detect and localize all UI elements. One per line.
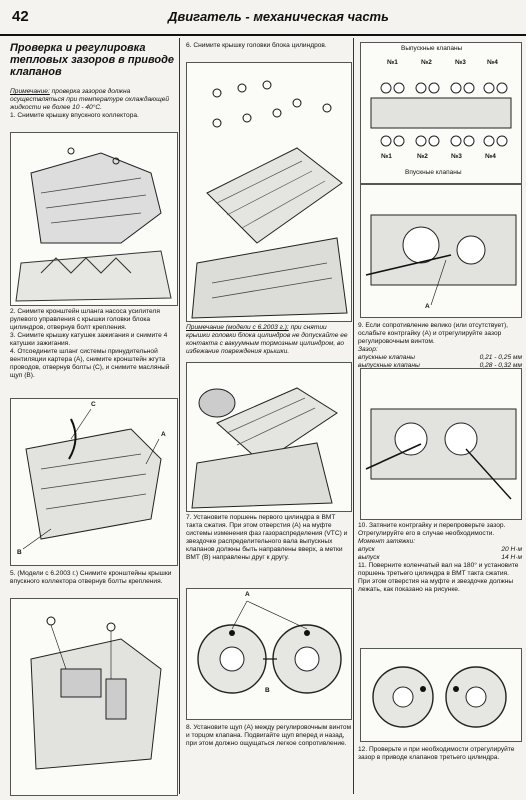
column-divider [179,38,180,794]
gap-exhaust-label: выпускные клапаны [358,362,420,369]
figure-tdc-cyl3 [360,648,522,742]
page-number: 42 [12,8,29,25]
step-3: 3. Снимите крышку катушек зажигания и сн… [10,332,168,347]
note-2-label: Примечание (модели с 6.2003 г.): [186,324,289,331]
chapter-title: Двигатель - механическая часть [168,9,389,24]
valve-no-3-top: №3 [455,59,466,66]
intake-valves-label: Впускные клапаны [405,169,462,176]
gap-intake-row: впускные клапаны 0,21 - 0,25 мм [358,354,522,362]
gap-exhaust-row: выпускные клапаны 0,28 - 0,32 мм [358,362,522,370]
label-b: B [17,549,22,556]
step-8: 8. Установите щуп (A) между регулировочн… [186,724,352,747]
step-5-block: 5. (Модели с 6.2003 г.) Снимите кронштей… [10,570,178,586]
figure-pcv-hose: C A B [10,398,178,566]
step-6-block: 6. Снимите крышку головки блока цилиндро… [186,42,352,50]
note-block: Примечание: проверка зазоров должна осущ… [10,88,178,120]
figure-locknut [360,368,522,520]
step-11: 11. Поверните коленчатый вал на 180° и у… [358,562,519,593]
label-a: A [425,303,430,310]
figure-feeler-gauge: A [360,184,522,318]
step-10-block: 10. Затяните контргайку и перепроверьте … [358,522,522,594]
torque-exhaust-label: выпуск [358,554,380,561]
steps-2-4: 2. Снимите кронштейн шланга насоса усили… [10,308,178,380]
note-2-block: Примечание (модели с 6.2003 г.): при сня… [186,324,352,356]
step-6: 6. Снимите крышку головки блока цилиндро… [186,42,327,49]
exhaust-valves-label: Выпускные клапаны [401,45,463,52]
step-7-block: 7. Установите поршень первого цилиндра в… [186,514,352,562]
note-2-text: при снятии крышки головки блока цилиндро… [186,324,348,355]
label-c: C [91,401,96,408]
torque-intake-label: впуск [358,546,375,553]
gap-title: Зазор: [358,346,378,353]
step-12: 12. Проверьте и при необходимости отрегу… [358,746,515,761]
valve-no-3-bottom: №3 [451,153,462,160]
step-4: 4. Отсоедините шланг системы принудитель… [10,348,170,379]
label-b: B [265,687,270,694]
gap-exhaust-value: 0,28 - 0,32 мм [479,362,522,369]
torque-exhaust-value: 14 Н·м [501,554,522,561]
figure-valve-cover [186,62,352,322]
note-text: проверка зазоров должна осуществляться п… [10,88,170,111]
note-label: Примечание: [10,88,50,95]
label-a: A [245,591,250,598]
valve-no-4-top: №4 [487,59,498,66]
torque-exhaust-row: выпуск 14 Н·м [358,554,522,562]
figure-intake-brackets [10,598,178,796]
torque-intake-row: впуск 20 Н·м [358,546,522,554]
valve-no-1-bottom: №1 [381,153,392,160]
step-8-block: 8. Установите щуп (A) между регулировочн… [186,724,352,748]
valve-no-2-bottom: №2 [417,153,428,160]
figure-tdc-marks: A B [186,588,352,720]
label-a: A [161,431,166,438]
step-2: 2. Снимите кронштейн шланга насоса усили… [10,308,160,331]
section-title: Проверка и регулировка тепловых зазоров … [10,42,175,78]
valve-no-4-bottom: №4 [485,153,496,160]
torque-intake-value: 20 Н·м [501,546,522,553]
page-header: 42 Двигатель - механическая часть [0,0,526,36]
step-1: 1. Снимите крышку впускного коллектора. [10,112,139,119]
step-9-block: 9. Если сопротивление велико (или отсутс… [358,322,522,370]
column-divider [353,38,354,794]
figure-intake-cover [10,132,178,306]
figure-valve-layout: Выпускные клапаны №1 №2 №3 №4 №1 №2 №3 №… [360,42,522,184]
step-12-block: 12. Проверьте и при необходимости отрегу… [358,746,522,762]
gap-intake-value: 0,21 - 0,25 мм [479,354,522,361]
step-10: 10. Затяните контргайку и перепроверьте … [358,522,506,537]
figure-valve-cover-vacuum [186,362,352,512]
step-9: 9. Если сопротивление велико (или отсутс… [358,322,509,345]
valve-no-1-top: №1 [387,59,398,66]
gap-intake-label: впускные клапаны [358,354,415,361]
torque-title: Момент затяжки: [358,538,416,545]
valve-no-2-top: №2 [421,59,432,66]
step-5: 5. (Модели с 6.2003 г.) Снимите кронштей… [10,570,172,585]
step-7: 7. Установите поршень первого цилиндра в… [186,514,348,561]
